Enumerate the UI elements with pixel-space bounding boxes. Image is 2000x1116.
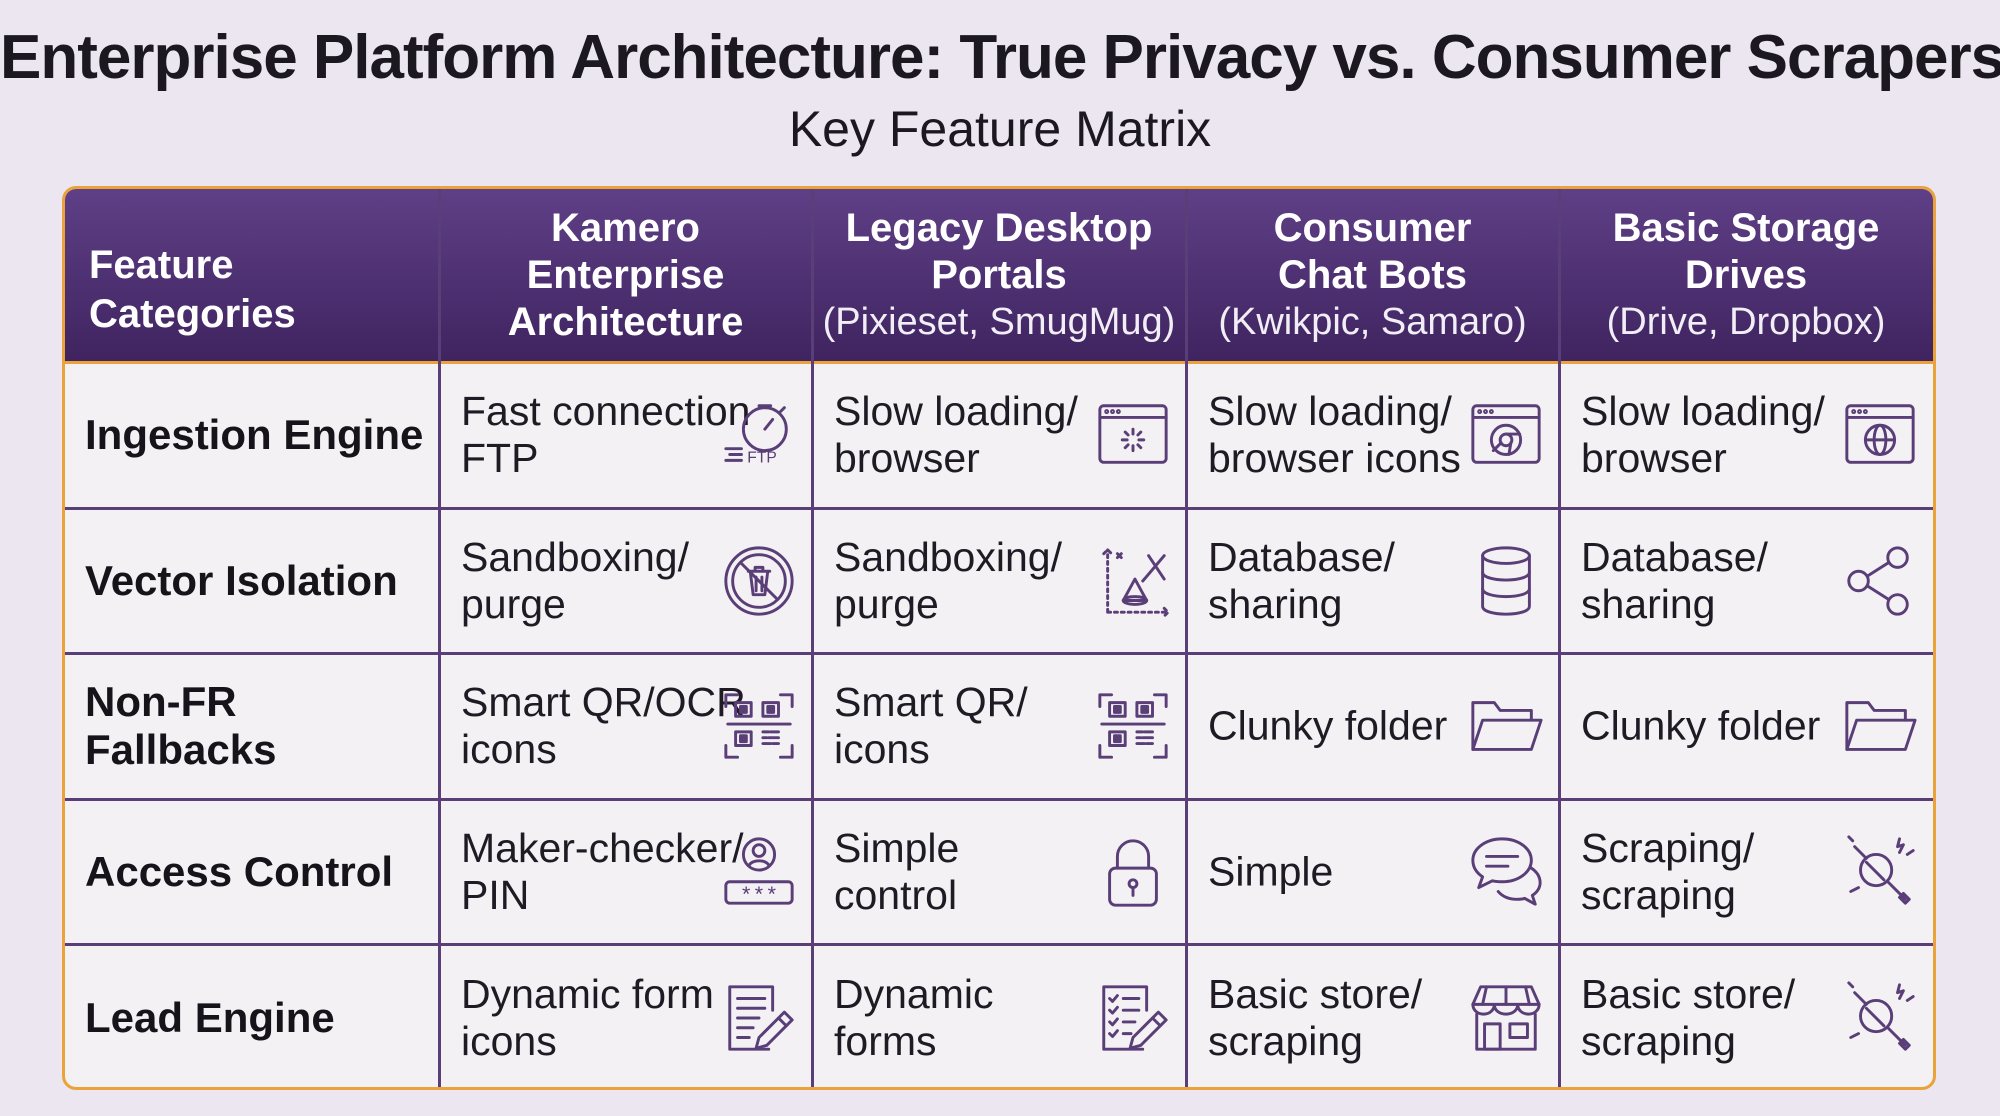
matrix-cell: Basic store/ scraping xyxy=(1186,943,1559,1087)
row-label: Vector Isolation xyxy=(65,506,439,653)
header-feature-categories: Feature Categories xyxy=(65,189,439,361)
column-header-name: Legacy Desktop Portals xyxy=(845,205,1153,297)
cell-text: Fast connection FTP xyxy=(461,388,751,482)
share-icon xyxy=(1841,542,1919,620)
matrix-cell: Basic store/ scraping xyxy=(1559,943,1933,1087)
scraping-magnifier-icon xyxy=(1841,833,1919,911)
qr-scan-icon xyxy=(1094,687,1172,765)
svg-text:***: *** xyxy=(740,885,779,909)
cell-text: Dynamic forms xyxy=(834,970,994,1064)
column-divider xyxy=(437,189,441,1087)
matrix-cell: Smart QR/ icons xyxy=(812,652,1186,798)
matrix-cell: Slow loading/ browser xyxy=(1559,361,1933,507)
checklist-edit-icon xyxy=(1094,979,1172,1057)
row-label: Non-FR Fallbacks xyxy=(65,652,439,798)
cell-text: Simple xyxy=(1208,848,1334,895)
column-divider xyxy=(1184,189,1188,1087)
matrix-cell: Dynamic form icons xyxy=(439,943,812,1087)
feature-matrix: Feature Categories Kamero Enterprise Arch… xyxy=(62,186,1936,1090)
page-title: Enterprise Platform Architecture: True P… xyxy=(0,23,2000,92)
stopwatch-ftp-icon: FTP xyxy=(720,396,798,474)
scraping-magnifier-icon xyxy=(1841,979,1919,1057)
svg-text:FTP: FTP xyxy=(747,450,776,467)
matrix-cell: Simple control xyxy=(812,797,1186,944)
row-label: Access Control xyxy=(65,797,439,944)
matrix-cell: Smart QR/OCR icons xyxy=(439,652,812,798)
matrix-cell: Dynamic forms xyxy=(812,943,1186,1087)
cell-text: Sandboxing/ purge xyxy=(461,533,689,627)
column-header-name: Consumer Chat Bots xyxy=(1273,205,1472,297)
folder-icon xyxy=(1841,687,1919,765)
column-divider xyxy=(1557,189,1561,1087)
matrix-cell: Slow loading/ browser icons xyxy=(1186,361,1559,507)
browser-globe-icon xyxy=(1841,396,1919,474)
matrix-cell: Scraping/ scraping xyxy=(1559,797,1933,944)
matrix-cell: Maker-checker/ PIN*** xyxy=(439,797,812,944)
page-subtitle: Key Feature Matrix xyxy=(788,101,1212,157)
matrix-cell: Clunky folder xyxy=(1186,652,1559,798)
column-header: Basic Storage Drives(Drive, Dropbox) xyxy=(1559,189,1933,361)
column-divider xyxy=(810,189,814,1087)
matrix-cell: Slow loading/ browser xyxy=(812,361,1186,507)
storefront-icon xyxy=(1467,979,1545,1057)
cell-text: Slow loading/ browser icons xyxy=(1208,388,1461,482)
cell-text: Scraping/ scraping xyxy=(1581,825,1755,919)
database-icon xyxy=(1467,542,1545,620)
cell-text: Slow loading/ browser xyxy=(1581,388,1825,482)
matrix-cell: Simple xyxy=(1186,797,1559,944)
column-header-subtitle: (Kwikpic, Samaro) xyxy=(1218,300,1527,343)
row-label: Lead Engine xyxy=(65,943,439,1087)
cell-text: Sandboxing/ purge xyxy=(834,533,1062,627)
cell-text: Clunky folder xyxy=(1581,702,1821,749)
column-header-subtitle: (Drive, Dropbox) xyxy=(1606,300,1886,343)
matrix-cell: Sandboxing/ purge xyxy=(812,506,1186,653)
cell-text: Dynamic form icons xyxy=(461,970,714,1064)
cell-text: Database/ sharing xyxy=(1208,533,1395,627)
column-header-subtitle: (Pixieset, SmugMug) xyxy=(822,300,1176,343)
matrix-cell: Database/ sharing xyxy=(1559,506,1933,653)
cell-text: Smart QR/ icons xyxy=(834,679,1028,773)
cell-text: Basic store/ scraping xyxy=(1208,970,1423,1064)
trash-no-icon xyxy=(720,542,798,620)
column-header-name: Basic Storage Drives xyxy=(1612,205,1880,297)
cell-text: Basic store/ scraping xyxy=(1581,970,1796,1064)
matrix-cell: Clunky folder xyxy=(1559,652,1933,798)
qr-scan-icon xyxy=(720,687,798,765)
matrix-cell: Sandboxing/ purge xyxy=(439,506,812,653)
column-header-name: Kamero Enterprise Architecture xyxy=(507,205,744,344)
matrix-cell: Database/ sharing xyxy=(1186,506,1559,653)
column-header: Legacy Desktop Portals(Pixieset, SmugMug… xyxy=(812,189,1186,361)
cell-text: Maker-checker/ PIN xyxy=(461,825,744,919)
user-pin-icon: *** xyxy=(720,833,798,911)
cell-text: Database/ sharing xyxy=(1581,533,1768,627)
browser-loading-icon xyxy=(1094,396,1172,474)
column-header: Kamero Enterprise Architecture xyxy=(439,189,812,361)
row-label: Ingestion Engine xyxy=(65,361,439,507)
column-header: Consumer Chat Bots(Kwikpic, Samaro) xyxy=(1186,189,1559,361)
form-edit-icon xyxy=(720,979,798,1057)
vector-axes-icon xyxy=(1094,542,1172,620)
cell-text: Simple control xyxy=(834,825,960,919)
header-label: Feature Categories xyxy=(89,243,296,336)
cell-text: Clunky folder xyxy=(1208,702,1448,749)
cell-text: Slow loading/ browser xyxy=(834,388,1078,482)
browser-chrome-icon xyxy=(1467,396,1545,474)
cell-text: Smart QR/OCR icons xyxy=(461,679,746,773)
chat-bubbles-icon xyxy=(1467,833,1545,911)
folder-icon xyxy=(1467,687,1545,765)
padlock-icon xyxy=(1094,833,1172,911)
